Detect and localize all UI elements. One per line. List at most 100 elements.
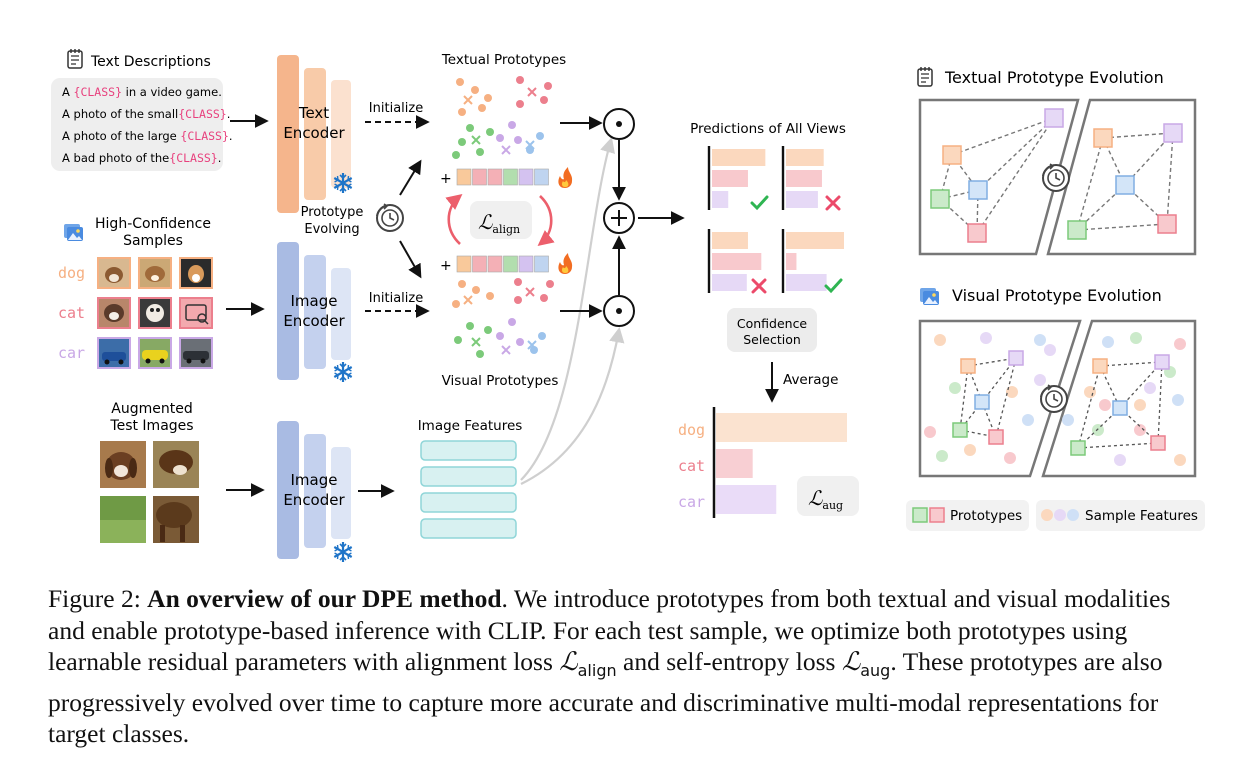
visual-prototype-slots: + xyxy=(440,253,573,274)
caption-loss-aug: ℒaug xyxy=(841,647,891,681)
caption-label: Figure 2: xyxy=(48,584,148,613)
text-encoder: Text Encoder xyxy=(277,55,353,213)
sample-feature-dot xyxy=(1174,338,1186,350)
sample-feature-dot xyxy=(1084,386,1096,398)
loss-align-symbol: ℒalign xyxy=(478,210,520,236)
legend-sample-features: Sample Features xyxy=(1085,508,1198,524)
prediction-views xyxy=(707,146,844,294)
prototype-slot xyxy=(472,168,487,186)
average-label: Average xyxy=(783,372,838,388)
visual-prototypes-title: Visual Prototypes xyxy=(442,373,559,389)
sample-feature-dot xyxy=(1006,386,1018,398)
textual-prototype-points xyxy=(452,76,552,159)
sum-operator xyxy=(603,202,635,234)
prediction-bar xyxy=(786,170,822,187)
augmented-test-images-panel: Augmented Test Images xyxy=(100,401,199,543)
sample-feature-dot xyxy=(1172,394,1184,406)
sample-feature-dot xyxy=(1134,424,1146,436)
image-features-title: Image Features xyxy=(418,418,523,434)
sample-feature-dot xyxy=(1044,344,1056,356)
augmented-title-2: Test Images xyxy=(109,418,193,434)
cluster-cross xyxy=(463,95,473,105)
class-label-cat: cat xyxy=(58,304,85,322)
image-encoder-bottom: Image Encoder xyxy=(277,421,353,564)
template-1: A {CLASS} in a video game. xyxy=(62,85,222,99)
prototype-slot xyxy=(534,168,549,186)
caption-bold-title: An overview of our DPE method xyxy=(147,584,502,613)
caption-text-1: . We introduce prototypes from both text… xyxy=(48,584,1171,677)
cluster-point xyxy=(472,286,480,294)
cluster-point xyxy=(478,104,486,112)
dpe-overview-diagram: Text Descriptions A {CLASS} in a video g… xyxy=(51,48,1205,564)
template-2: A photo of the small{CLASS}. xyxy=(62,107,230,121)
text-encoder-label-2: Encoder xyxy=(283,124,345,142)
cluster-cross xyxy=(471,337,481,347)
notepad-icon xyxy=(917,66,933,87)
evolving-clock-icon xyxy=(1040,384,1068,413)
predictions-title: Predictions of All Views xyxy=(690,121,846,137)
average-bar-cat xyxy=(716,449,753,478)
confidence-selection-box: Confidence Selection xyxy=(727,308,817,352)
sample-feature-dot xyxy=(934,334,946,346)
cluster-point xyxy=(466,322,474,330)
aug-loss-box: ℒaug xyxy=(797,476,859,516)
dot-product-operator-top xyxy=(603,108,635,140)
loss-aug-symbol: ℒaug xyxy=(808,486,843,512)
dog-thumbnails xyxy=(97,257,213,289)
textual-prototype-slots: + xyxy=(440,167,573,188)
high-confidence-samples-panel: High-Confidence Samples dog cat car xyxy=(58,216,213,369)
legend-prototypes: Prototypes xyxy=(950,508,1022,524)
prototype-slot xyxy=(487,255,503,273)
text-descriptions-panel: Text Descriptions A {CLASS} in a video g… xyxy=(51,48,233,171)
confidence-selection-label-2: Selection xyxy=(743,332,801,347)
cluster-point xyxy=(486,128,494,136)
prediction-bar xyxy=(712,191,729,208)
template-3: A photo of the large {CLASS}. xyxy=(62,129,233,143)
sample-feature-dot xyxy=(1034,374,1046,386)
cluster-point xyxy=(538,332,546,340)
textual-evolution-title: Textual Prototype Evolution xyxy=(944,68,1164,87)
cluster-cross xyxy=(501,145,511,155)
cluster-point xyxy=(516,100,524,108)
frozen-snowflake-icon xyxy=(333,540,353,564)
figure-caption: Figure 2: An overview of our DPE method.… xyxy=(48,583,1213,750)
caption-loss-align: ℒalign xyxy=(559,647,617,681)
cat-thumbnails xyxy=(97,297,213,329)
align-loss-box: ℒalign xyxy=(445,194,555,246)
image-encoder-bottom-label-1: Image xyxy=(291,471,338,489)
evolving-clock-icon xyxy=(376,203,404,232)
text-encoder-label-1: Text xyxy=(298,104,329,122)
prototype-slot xyxy=(503,168,518,186)
visual-evolution-panel xyxy=(918,319,1197,478)
sample-feature-dot xyxy=(1102,336,1114,348)
sample-feature-dot xyxy=(1022,414,1034,426)
cluster-point xyxy=(476,350,484,358)
cluster-point xyxy=(540,294,548,302)
image-encoder-top-label-1: Image xyxy=(291,292,338,310)
cluster-point xyxy=(486,292,494,300)
plus-sign: + xyxy=(440,258,452,274)
visual-evolution-title: Visual Prototype Evolution xyxy=(952,286,1162,305)
prototype-slot xyxy=(487,168,503,186)
image-icon xyxy=(920,288,939,305)
learnable-fire-icon xyxy=(558,167,573,188)
cluster-point xyxy=(458,138,466,146)
prediction-bar xyxy=(786,232,844,249)
augmented-title-1: Augmented xyxy=(111,401,192,417)
prediction-bar xyxy=(712,149,766,166)
cluster-point xyxy=(496,134,504,142)
cluster-point xyxy=(514,296,522,304)
sample-feature-dot xyxy=(1114,454,1126,466)
image-icon xyxy=(64,224,83,241)
caption-text-2: and self-entropy loss xyxy=(616,647,842,677)
average-class-label-car: car xyxy=(678,493,705,511)
cluster-point xyxy=(466,124,474,132)
prototype-slot xyxy=(456,255,472,273)
cluster-cross xyxy=(525,287,535,297)
sample-feature-dot xyxy=(924,426,936,438)
sample-feature-dot xyxy=(1174,454,1186,466)
class-label-dog: dog xyxy=(58,264,85,282)
prototype-slot xyxy=(518,168,534,186)
prediction-bar xyxy=(712,232,748,249)
average-class-label-cat: cat xyxy=(678,457,705,475)
